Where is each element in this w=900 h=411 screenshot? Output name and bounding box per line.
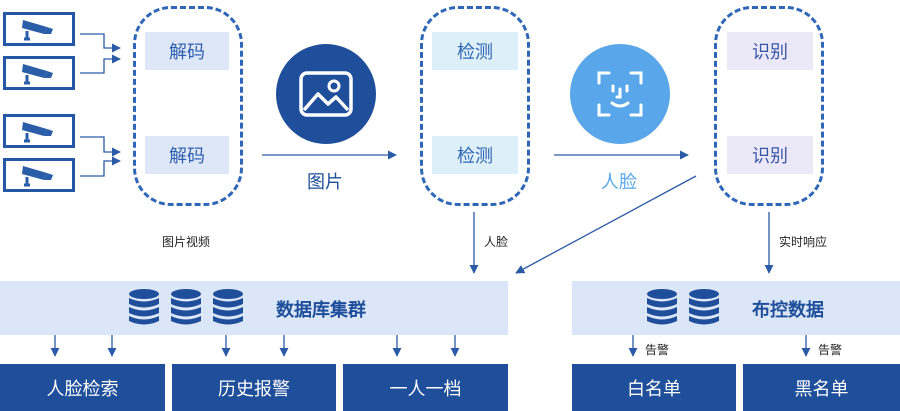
camera-icon <box>22 166 53 187</box>
one-person-file-box: 一人一档 <box>343 364 508 411</box>
whitelist-box: 白名单 <box>572 364 736 411</box>
database-icon <box>129 289 243 325</box>
picture-video-label: 图片视频 <box>162 235 211 249</box>
recognize-label-2: 识别 <box>727 136 813 174</box>
alarm-label-left: 告警 <box>645 343 670 357</box>
face-scan-icon <box>570 44 670 144</box>
camera-3 <box>3 114 75 148</box>
camera-icon <box>22 64 53 85</box>
detect-label-1: 检测 <box>432 32 518 70</box>
alarm-label-right: 告警 <box>818 343 843 357</box>
blacklist-box: 黑名单 <box>743 364 900 411</box>
db-cluster-label: 数据库集群 <box>276 300 366 321</box>
database-icon <box>647 289 719 325</box>
decode-label-1: 解码 <box>145 32 229 70</box>
db-cluster-bar <box>0 281 508 335</box>
detect-group <box>420 6 530 206</box>
camera-2 <box>3 56 75 90</box>
camera-icon <box>22 122 53 143</box>
control-data-bar <box>572 281 900 335</box>
history-alarm-box: 历史报警 <box>172 364 336 411</box>
decode-group <box>133 6 243 206</box>
detect-label-2: 检测 <box>432 136 518 174</box>
camera-4 <box>3 158 75 192</box>
camera-icon <box>22 20 53 41</box>
face-down-label: 人脸 <box>484 235 509 249</box>
face-search-box: 人脸检索 <box>0 364 165 411</box>
camera-1 <box>3 12 75 46</box>
control-data-label: 布控数据 <box>752 300 824 321</box>
face-label: 人脸 <box>601 172 637 193</box>
image-icon <box>276 44 376 144</box>
picture-label: 图片 <box>307 172 343 193</box>
recognize-label-1: 识别 <box>727 32 813 70</box>
realtime-response-label: 实时响应 <box>779 235 828 249</box>
recognize-group <box>714 6 824 206</box>
decode-label-2: 解码 <box>145 136 229 174</box>
